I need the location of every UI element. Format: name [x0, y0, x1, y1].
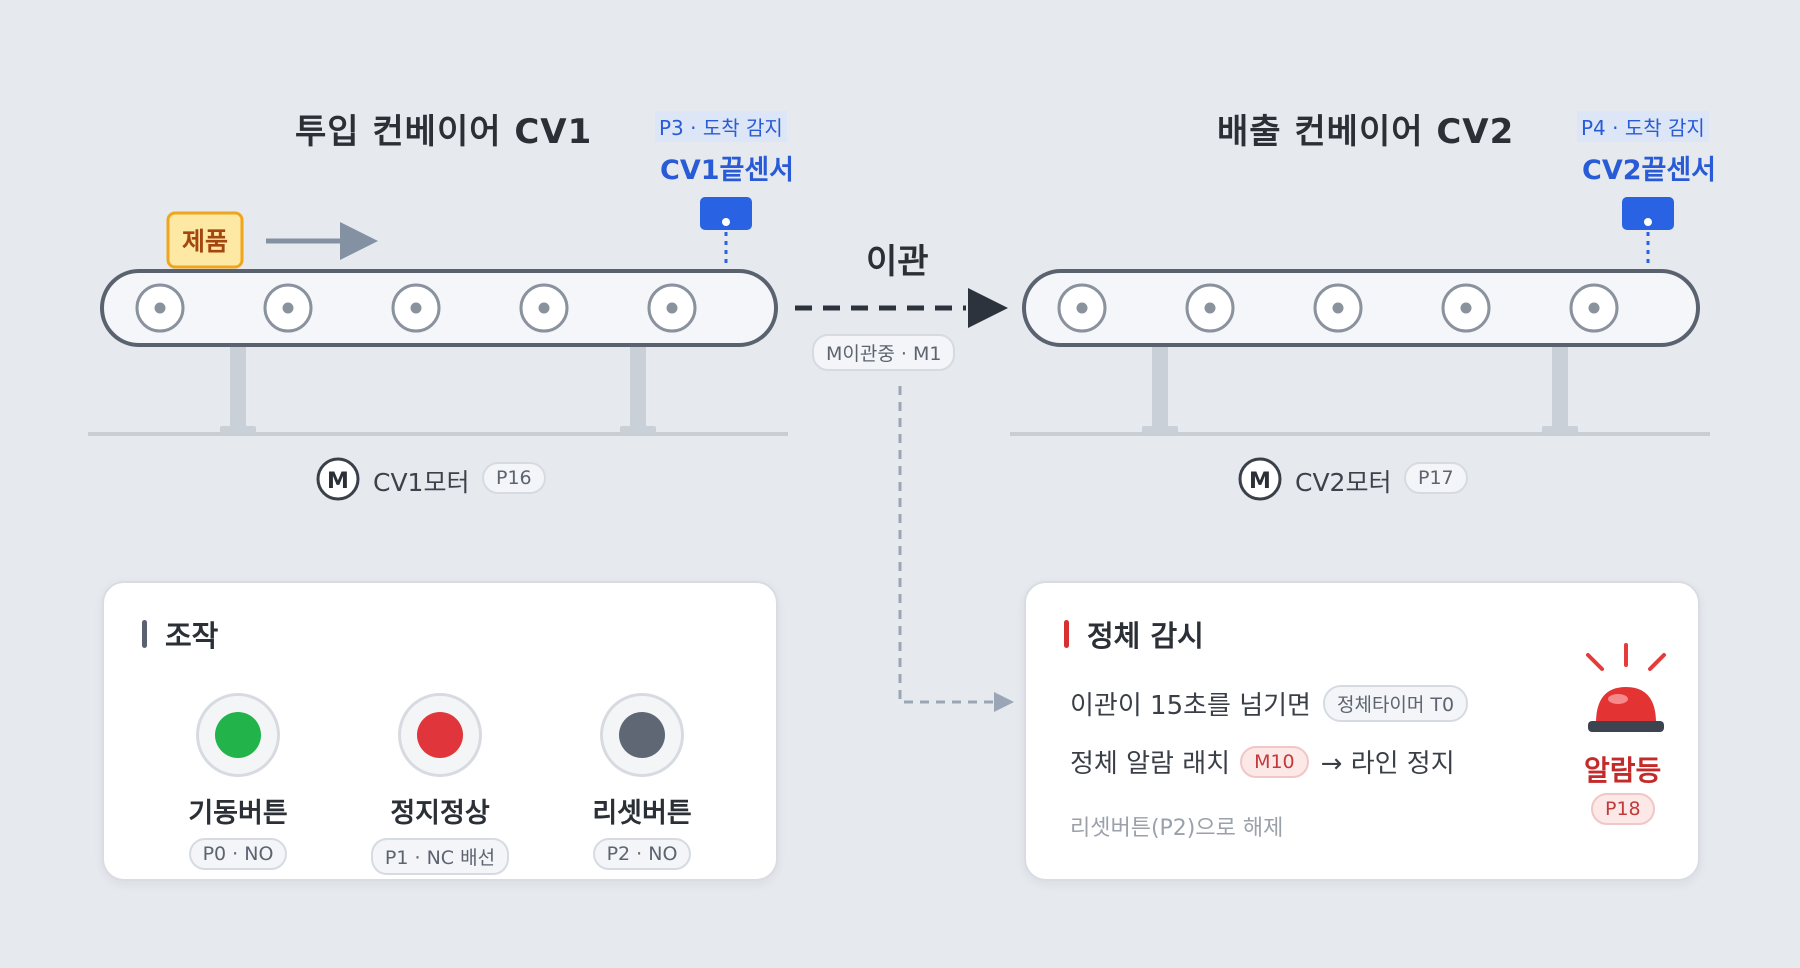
cv2-end-sensor-icon — [1622, 197, 1674, 266]
controls-title-text: 조작 — [165, 619, 219, 653]
line-stop-text: → 라인 정지 — [1320, 749, 1455, 779]
cv1-rollers — [135, 283, 697, 333]
start-button-lamp — [215, 712, 261, 758]
monitor-line-latch: 정체 알람 래치 M10 → 라인 정지 — [1070, 743, 1455, 780]
transfer-title: 이관 — [866, 242, 929, 282]
reset-button-label: 리셋버튼 — [592, 798, 692, 829]
start-button[interactable] — [196, 693, 280, 777]
cv1-title: 투입 컨베이어 CV1 — [295, 112, 593, 152]
reset-note: 리셋버튼(P2)으로 해제 — [1070, 816, 1284, 841]
monitor-title-text: 정체 감시 — [1087, 619, 1204, 653]
timer-pill: 정체타이머 T0 — [1322, 685, 1469, 722]
title-bar — [142, 620, 147, 648]
svg-text:M: M — [327, 469, 349, 494]
stop-button[interactable] — [398, 693, 482, 777]
start-button-label: 기동버튼 — [188, 798, 288, 829]
cv1-motor-icon: M — [316, 457, 360, 501]
controls-card: 조작 기동버튼 P0 · NO 정지정상 P1 · NC 배선 리셋버튼 P2 … — [102, 581, 778, 881]
product-box — [166, 211, 244, 269]
roller — [647, 283, 697, 333]
cv2-sensor-tag: P4 · 도착 감지 — [1577, 111, 1709, 142]
controls-title: 조작 — [142, 613, 218, 655]
reset-button[interactable] — [600, 693, 684, 777]
reset-button-group: 리셋버튼 P2 · NO — [552, 693, 732, 870]
cv1-motor-label: CV1모터 — [373, 468, 470, 497]
svg-text:M: M — [1249, 469, 1271, 494]
cv1-sensor-name: CV1끝센서 — [660, 155, 795, 186]
cv1-sensor-tag: P3 · 도착 감지 — [655, 111, 787, 142]
reset-button-lamp — [619, 712, 665, 758]
product-direction-arrow — [266, 222, 378, 260]
alarm-lamp-label: 알람등 — [1584, 754, 1662, 787]
cv2-legs — [1142, 344, 1578, 434]
transfer-arrow — [795, 288, 1008, 328]
timer-condition-text: 이관이 15초를 넘기면 — [1070, 691, 1311, 721]
reset-button-pin: P2 · NO — [592, 838, 692, 870]
latch-text: 정체 알람 래치 — [1070, 749, 1231, 779]
roller — [519, 283, 569, 333]
cv2-sensor-name: CV2끝센서 — [1582, 155, 1717, 186]
stop-button-pin: P1 · NC 배선 — [370, 838, 510, 875]
roller — [1057, 283, 1107, 333]
stop-button-group: 정지정상 P1 · NC 배선 — [350, 693, 530, 875]
monitor-card: 정체 감시 이관이 15초를 넘기면 정체타이머 T0 정체 알람 래치 M10… — [1024, 581, 1700, 881]
roller — [1185, 283, 1235, 333]
alarm-lamp-pin: P18 — [1591, 793, 1655, 825]
roller — [263, 283, 313, 333]
cv2-motor-label: CV2모터 — [1295, 468, 1392, 497]
roller — [1569, 283, 1619, 333]
start-button-pin: P0 · NO — [188, 838, 288, 870]
start-button-group: 기동버튼 P0 · NO — [148, 693, 328, 870]
roller — [135, 283, 185, 333]
monitor-title: 정체 감시 — [1064, 613, 1204, 655]
latch-pill: M10 — [1240, 745, 1309, 778]
transfer-memory-pill: M이관중 · M1 — [812, 334, 956, 371]
stop-button-label: 정지정상 — [390, 798, 490, 829]
product-label: 제품 — [182, 227, 228, 256]
cv2-rollers — [1057, 283, 1619, 333]
stop-button-lamp — [417, 712, 463, 758]
cv2-title: 배출 컨베이어 CV2 — [1217, 112, 1515, 152]
cv1-end-sensor-icon — [700, 197, 752, 266]
cv1-legs — [220, 344, 656, 434]
cv1-motor-pin: P16 — [482, 462, 546, 494]
roller — [391, 283, 441, 333]
alarm-lamp-icon — [1586, 643, 1666, 732]
monitor-line-timer: 이관이 15초를 넘기면 정체타이머 T0 — [1070, 685, 1469, 722]
cv2-motor-icon: M — [1238, 457, 1282, 501]
title-bar — [1064, 620, 1069, 648]
cv2-motor-pin: P17 — [1404, 462, 1468, 494]
monitor-connector-arrow — [898, 386, 1014, 712]
roller — [1313, 283, 1363, 333]
roller — [1441, 283, 1491, 333]
